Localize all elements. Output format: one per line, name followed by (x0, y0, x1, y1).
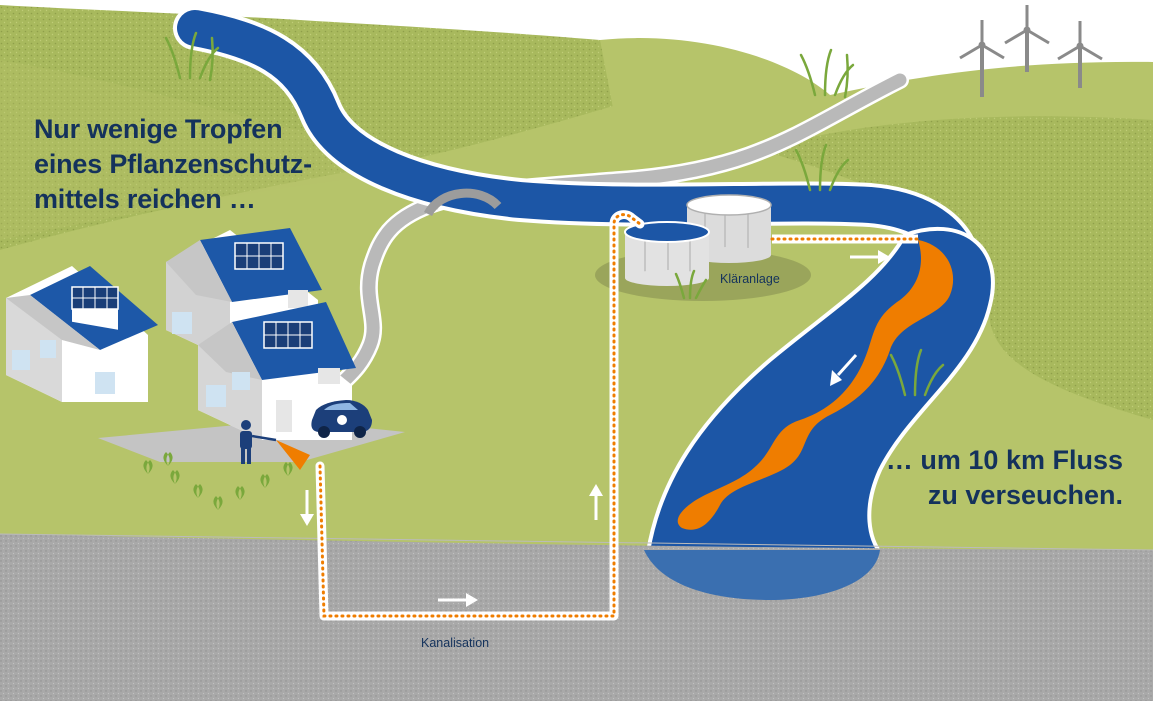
car-icon (311, 400, 372, 438)
sewer-pipe-dots (318, 213, 642, 618)
sky (0, 0, 1153, 95)
tagline-line-1: … um 10 km Fluss (885, 445, 1123, 475)
headline: Nur wenige Tropfen eines Pflanzenschutz-… (34, 112, 364, 217)
tank-front (624, 221, 710, 286)
wind-turbine-icon (1004, 5, 1050, 72)
grass-tuft (164, 31, 945, 397)
solar-panel-icon (263, 321, 313, 349)
arrow-icon (589, 484, 603, 520)
solar-panel-icon (234, 242, 284, 270)
headline-line-2: eines Pflanzenschutz- (34, 149, 312, 179)
bridge (423, 188, 502, 217)
person-icon (240, 420, 277, 464)
hill-light-band (0, 60, 380, 240)
distant-hill (600, 38, 830, 146)
arrow-icon (850, 250, 890, 264)
ground-line (0, 533, 1153, 551)
wind-turbine-icon (959, 20, 1005, 97)
arrow-icon (830, 353, 858, 386)
pollution-plume (677, 240, 954, 530)
tagline: … um 10 km Fluss zu verseuchen. (803, 443, 1123, 513)
arrow-icon (300, 490, 314, 526)
sewer-label: Kanalisation (421, 636, 490, 650)
hill-speckled-right (760, 116, 1153, 420)
solar-panel-icon (71, 286, 119, 310)
spray-cone (276, 440, 310, 470)
plant-icon (143, 452, 293, 510)
river-upper-water (177, 10, 978, 288)
tagline-line-2: zu verseuchen. (927, 480, 1123, 510)
arrow-icon (438, 593, 478, 607)
headline-line-3: mittels reichen … (34, 184, 256, 214)
wind-turbine-icon (1057, 21, 1103, 88)
headline-line-1: Nur wenige Tropfen (34, 114, 283, 144)
groundwater-lens (644, 550, 880, 600)
treatment-plant-label: Kläranlage (720, 272, 780, 286)
